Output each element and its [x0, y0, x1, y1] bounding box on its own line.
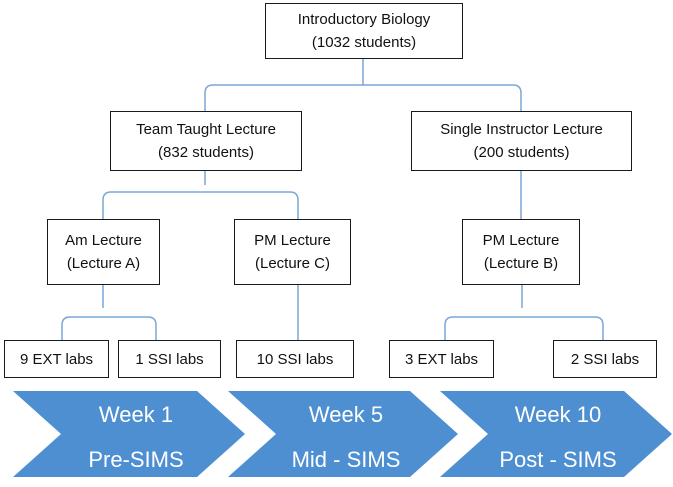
node-count: (200 students)	[473, 144, 570, 161]
node-single-instructor-lecture: Single Instructor Lecture (200 students)	[411, 111, 632, 171]
node-title: Single Instructor Lecture	[440, 121, 603, 138]
connector-leca-to-labs	[61, 285, 157, 340]
node-team-taught-lecture: Team Taught Lecture (832 students)	[110, 111, 302, 171]
node-title: PM Lecture	[482, 232, 560, 249]
connector-root-to-lectures	[204, 57, 522, 111]
node-title: Team Taught Lecture	[136, 121, 276, 138]
node-label: 3 EXT labs	[404, 350, 479, 368]
node-am-lecture-a: Am Lecture (Lecture A)	[47, 219, 160, 285]
node-title: Introductory Biology	[297, 11, 431, 28]
node-lab-b-ssi: 2 SSI labs	[553, 340, 657, 378]
node-subtitle: (Lecture C)	[254, 255, 331, 272]
chevron-week-10-phase: Post - SIMS	[499, 447, 616, 472]
chevron-week-1-week: Week 1	[99, 402, 173, 427]
chevron-week-5-phase: Mid - SIMS	[292, 447, 401, 472]
node-lab-a-ext: 9 EXT labs	[4, 340, 109, 378]
node-lab-c-ssi: 10 SSI labs	[236, 340, 354, 378]
chevron-week-5-week: Week 5	[309, 402, 383, 427]
chevron-week-10-week: Week 10	[515, 402, 601, 427]
node-subtitle: (Lecture B)	[483, 255, 559, 272]
node-introductory-biology: Introductory Biology (1032 students)	[265, 3, 463, 59]
node-subtitle: (Lecture A)	[66, 255, 141, 272]
node-label: 2 SSI labs	[570, 350, 640, 368]
chevron-week-1-phase: Pre-SIMS	[88, 447, 183, 472]
node-count: (1032 students)	[311, 34, 417, 51]
chevron-week-10	[440, 391, 672, 477]
node-label: 1 SSI labs	[135, 350, 204, 368]
node-pm-lecture-c: PM Lecture (Lecture C)	[234, 219, 351, 285]
chevron-week-1	[13, 391, 245, 477]
connector-team-to-ampm	[102, 171, 299, 219]
node-pm-lecture-b: PM Lecture (Lecture B)	[462, 219, 580, 285]
node-lab-b-ext: 3 EXT labs	[389, 340, 494, 378]
node-title: PM Lecture	[254, 232, 331, 249]
chevron-week-5	[228, 391, 458, 477]
connector-lecb-to-labs	[444, 285, 604, 340]
node-label: 10 SSI labs	[256, 350, 334, 368]
node-count: (832 students)	[158, 144, 254, 161]
node-title: Am Lecture	[65, 232, 142, 249]
node-label: 9 EXT labs	[19, 350, 94, 368]
node-lab-a-ssi: 1 SSI labs	[118, 340, 221, 378]
